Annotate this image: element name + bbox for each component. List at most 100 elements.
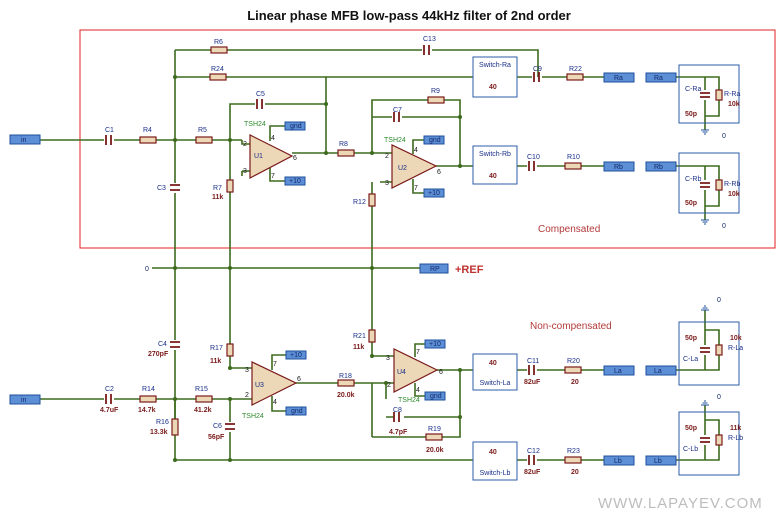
u1-label: U1 — [254, 153, 263, 160]
svg-text:2: 2 — [243, 141, 247, 148]
resistor-r20 — [564, 366, 582, 374]
resistor-r6 — [210, 46, 228, 54]
capacitor-c4 — [170, 341, 180, 348]
svg-text:R10: R10 — [567, 154, 580, 161]
svg-text:11k: 11k — [730, 425, 741, 432]
resistor-r16 — [171, 418, 179, 436]
resistor-r-la — [715, 344, 723, 356]
capacitor-c12 — [528, 455, 535, 465]
svg-text:R22: R22 — [569, 66, 582, 73]
port-u2-plus10 — [423, 188, 445, 198]
load-ra-box — [678, 64, 740, 124]
u4-type: TSH24 — [398, 397, 420, 404]
svg-text:6: 6 — [439, 369, 443, 376]
u4-plus10-label: +10 — [429, 341, 441, 348]
gnd-rb-zero: 0 — [722, 223, 726, 230]
resistor-r-rb — [715, 179, 723, 191]
svg-text:R17: R17 — [210, 345, 223, 352]
svg-text:7: 7 — [416, 349, 420, 356]
svg-text:C13: C13 — [423, 36, 436, 43]
port-in-lower-label: in — [21, 397, 27, 404]
resistor-r5 — [195, 136, 213, 144]
port-u3-plus10 — [285, 350, 307, 360]
switch-ra-value: 40 — [489, 84, 497, 91]
svg-text:4.7uF: 4.7uF — [100, 407, 119, 414]
port-in-upper-label: in — [21, 137, 27, 144]
capacitor-c-ra — [700, 92, 710, 98]
svg-text:R21: R21 — [353, 333, 366, 340]
port-la-in — [645, 365, 677, 376]
svg-text:C6: C6 — [213, 423, 222, 430]
svg-text:4: 4 — [416, 387, 420, 394]
port-rb-out-label: Rb — [614, 164, 623, 171]
svg-text:82uF: 82uF — [524, 469, 541, 476]
switch-lb-box[interactable] — [472, 441, 518, 481]
svg-text:C10: C10 — [527, 154, 540, 161]
port-ra-in-label: Ra — [654, 75, 663, 82]
capacitor-c-la — [700, 347, 710, 353]
svg-text:6: 6 — [437, 169, 441, 176]
svg-text:50p: 50p — [685, 425, 697, 432]
port-rb-out — [603, 161, 635, 172]
svg-text:R20: R20 — [567, 358, 580, 365]
port-ra-out — [603, 72, 635, 83]
resistor-r-ra — [715, 89, 723, 101]
resistor-r19 — [425, 433, 443, 441]
resistor-r24 — [209, 73, 227, 81]
capacitor-c8 — [393, 412, 400, 422]
svg-text:C-Ra: C-Ra — [685, 86, 701, 93]
switch-rb-value: 40 — [489, 173, 497, 180]
svg-text:R15: R15 — [195, 386, 208, 393]
ref-zero-label: 0 — [145, 266, 149, 273]
svg-text:C8: C8 — [393, 407, 402, 414]
capacitor-c2 — [105, 394, 112, 404]
port-rp — [419, 263, 449, 274]
resistor-r-lb — [715, 434, 723, 446]
svg-text:C2: C2 — [105, 386, 114, 393]
port-la-out — [603, 365, 635, 376]
svg-text:R-La: R-La — [728, 345, 743, 352]
svg-text:4: 4 — [414, 147, 418, 154]
port-in-lower — [9, 394, 41, 405]
resistor-r15 — [195, 395, 213, 403]
svg-text:50p: 50p — [685, 335, 697, 342]
port-u3-gnd — [285, 406, 307, 416]
svg-text:3: 3 — [385, 180, 389, 187]
u1-plus10-label: +10 — [289, 178, 301, 185]
port-ra-in — [645, 72, 677, 83]
switch-la-box[interactable] — [472, 353, 518, 391]
switch-ra-box[interactable] — [472, 56, 518, 98]
svg-text:11k: 11k — [210, 358, 221, 365]
svg-text:10k: 10k — [728, 191, 740, 198]
svg-text:R5: R5 — [198, 127, 207, 134]
capacitor-c-lb — [700, 437, 710, 443]
capacitor-c-rb — [700, 182, 710, 188]
capacitor-c5 — [256, 99, 263, 109]
port-in-upper — [9, 134, 41, 145]
svg-text:R9: R9 — [431, 88, 440, 95]
svg-text:270pF: 270pF — [148, 351, 169, 358]
switch-la-value: 40 — [489, 360, 497, 367]
svg-text:R6: R6 — [214, 39, 223, 46]
svg-text:2: 2 — [245, 392, 249, 399]
capacitor-c13 — [423, 45, 430, 55]
switch-rb-box[interactable] — [472, 145, 518, 185]
svg-text:7: 7 — [271, 173, 275, 180]
svg-text:4.7pF: 4.7pF — [389, 429, 408, 436]
svg-text:R8: R8 — [339, 141, 348, 148]
svg-text:50p: 50p — [685, 111, 697, 118]
svg-text:56pF: 56pF — [208, 434, 225, 441]
svg-text:C5: C5 — [256, 91, 265, 98]
svg-text:20: 20 — [571, 469, 579, 476]
resistor-r14 — [139, 395, 157, 403]
svg-text:10k: 10k — [730, 335, 742, 342]
u4-label: U4 — [397, 369, 406, 376]
resistor-r17 — [226, 343, 234, 357]
svg-text:3: 3 — [386, 355, 390, 362]
svg-text:3: 3 — [245, 367, 249, 374]
opamp-u1 — [249, 134, 294, 179]
svg-text:C3: C3 — [157, 185, 166, 192]
u2-plus10-label: +10 — [428, 190, 440, 197]
